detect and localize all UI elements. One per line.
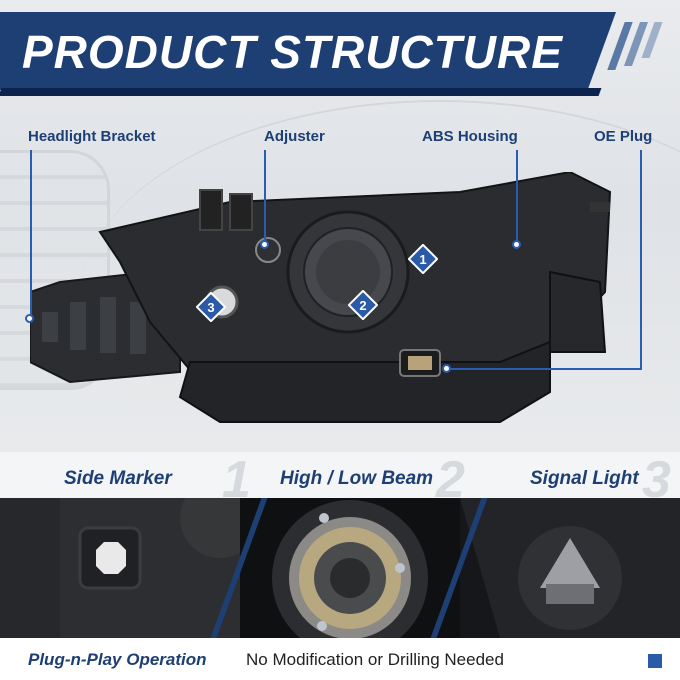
feature-photo-strip: [0, 498, 680, 638]
feature-label-signal-light: Signal Light: [530, 468, 639, 489]
feature-label-high-low-beam: High / Low Beam: [280, 468, 434, 489]
square-bullet-icon: [648, 654, 662, 668]
bottom-bar: Plug-n-Play Operation No Modification or…: [0, 638, 680, 680]
feature-number-3: 3: [642, 451, 671, 509]
page-title: PRODUCT STRUCTURE: [22, 26, 563, 78]
label-oe-plug: OE Plug: [594, 128, 653, 145]
plug-n-play-label: Plug-n-Play Operation: [28, 650, 207, 669]
label-headlight-bracket: Headlight Bracket: [28, 128, 156, 145]
badge-3-number: 3: [207, 300, 214, 315]
dot-adjuster: [260, 240, 269, 249]
line-abs-housing: [516, 150, 518, 242]
line-oe-plug-vertical: [640, 150, 642, 370]
line-headlight-bracket: [30, 150, 32, 318]
no-modification-label: No Modification or Drilling Needed: [246, 650, 504, 669]
high-low-beam-photo: [240, 498, 460, 638]
feature-label-side-marker: Side Marker: [64, 468, 172, 489]
title-banner-shadow: [0, 88, 602, 96]
badge-1-number: 1: [419, 252, 426, 267]
badge-2-number: 2: [359, 298, 366, 313]
dot-abs-housing: [512, 240, 521, 249]
line-adjuster: [264, 150, 266, 242]
badge-3-icon: 3: [196, 292, 226, 322]
dot-oe-plug: [442, 364, 451, 373]
label-adjuster: Adjuster: [264, 128, 325, 145]
headlight-assembly-image: [30, 172, 612, 423]
badge-1-icon: 1: [408, 244, 438, 274]
badge-2-icon: 2: [348, 290, 378, 320]
feature-number-2: 2: [436, 451, 465, 509]
dot-headlight-bracket: [25, 314, 34, 323]
title-slash-decor: [607, 22, 672, 72]
line-oe-plug-horizontal: [448, 368, 642, 370]
signal-light-photo: [460, 498, 680, 638]
label-abs-housing: ABS Housing: [422, 128, 518, 145]
side-marker-photo: [0, 498, 240, 638]
